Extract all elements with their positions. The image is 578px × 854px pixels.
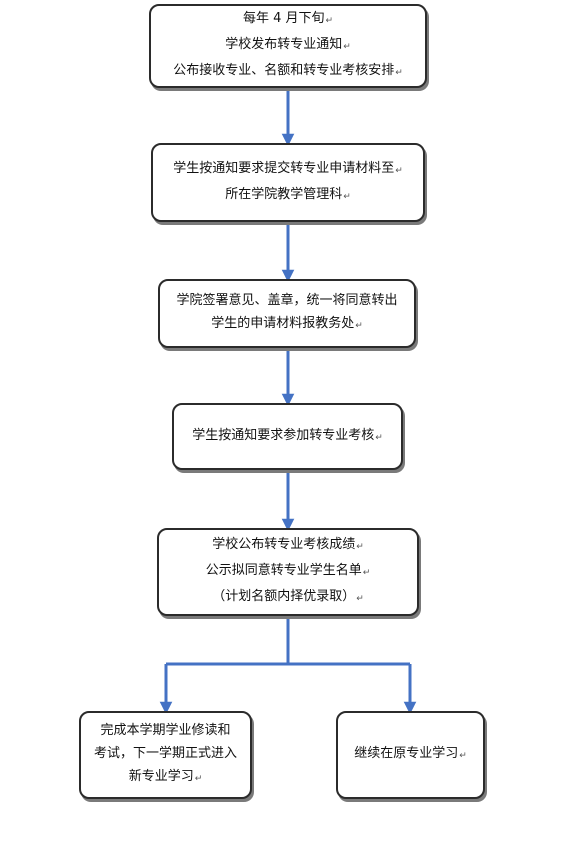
step6a-enter-new-major-box: 完成本学期学业修读和 考试，下一学期正式进入 新专业学习↵ — [79, 711, 252, 799]
paragraph-mark-icon: ↵ — [343, 191, 351, 202]
step3-line-2: 学生的申请材料报教务处↵ — [211, 316, 363, 331]
step4-line-1: 学生按通知要求参加转专业考核↵ — [192, 427, 383, 443]
step5-line-1: 学校公布转专业考核成绩↵ — [212, 537, 364, 552]
step6a-line-1: 完成本学期学业修读和 — [100, 723, 231, 738]
step4-assessment-box: 学生按通知要求参加转专业考核↵ — [172, 403, 403, 470]
step1-publish-notice-box: 每年 4 月下旬↵ 学校发布转专业通知↵ 公布接收专业、名额和转专业考核安排↵ — [149, 4, 427, 88]
paragraph-mark-icon: ↵ — [194, 774, 203, 784]
paragraph-mark-icon: ↵ — [395, 165, 403, 176]
paragraph-mark-icon: ↵ — [355, 321, 363, 331]
paragraph-mark-icon: ↵ — [356, 594, 364, 604]
step5-publish-results-box: 学校公布转专业考核成绩↵ 公示拟同意转专业学生名单↵ （计划名额内择优录取）↵ — [157, 528, 419, 616]
paragraph-mark-icon: ↵ — [325, 16, 334, 26]
step6b-line-1: 继续在原专业学习↵ — [354, 746, 467, 761]
paragraph-mark-icon: ↵ — [395, 68, 403, 78]
paragraph-mark-icon: ↵ — [356, 542, 364, 552]
step6a-line-3: 新专业学习↵ — [128, 769, 203, 784]
step2-submit-application-box: 学生按通知要求提交转专业申请材料至↵ 所在学院教学管理科↵ — [151, 143, 425, 222]
step2-line-1: 学生按通知要求提交转专业申请材料至↵ — [173, 160, 403, 176]
paragraph-mark-icon: ↵ — [375, 432, 383, 443]
step3-line-1: 学院签署意见、盖章，统一将同意转出 — [176, 293, 398, 308]
step6b-stay-original-major-box: 继续在原专业学习↵ — [336, 711, 485, 799]
paragraph-mark-icon: ↵ — [343, 42, 351, 52]
step6a-line-2: 考试，下一学期正式进入 — [93, 746, 237, 761]
paragraph-mark-icon: ↵ — [459, 751, 467, 761]
step5-line-2: 公示拟同意转专业学生名单↵ — [205, 563, 371, 578]
step2-line-2: 所在学院教学管理科↵ — [225, 186, 351, 202]
step1-line-2: 学校发布转专业通知↵ — [225, 37, 351, 52]
step3-college-review-box: 学院签署意见、盖章，统一将同意转出 学生的申请材料报教务处↵ — [158, 279, 416, 348]
step1-line-1: 每年 4 月下旬↵ — [242, 11, 334, 26]
paragraph-mark-icon: ↵ — [362, 568, 371, 578]
step5-line-3: （计划名额内择优录取）↵ — [212, 589, 364, 604]
step1-line-3: 公布接收专业、名额和转专业考核安排↵ — [173, 63, 403, 78]
